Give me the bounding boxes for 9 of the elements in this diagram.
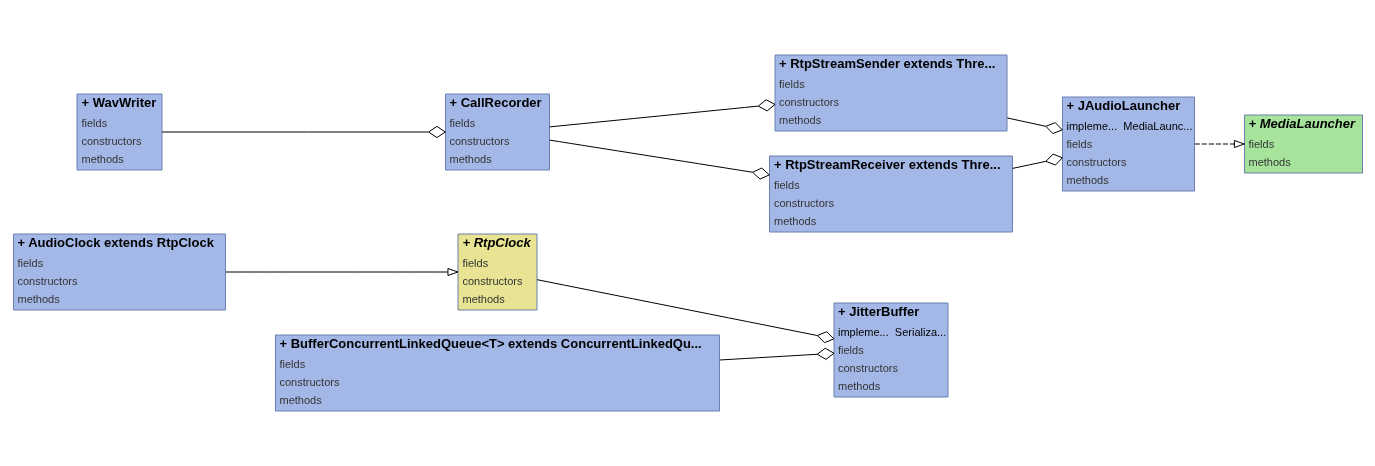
connector (161, 125, 446, 139)
connector (1011, 153, 1063, 169)
connector (536, 279, 834, 344)
arrow (1193, 140, 1245, 148)
connector (1006, 117, 1063, 135)
connector (718, 347, 834, 361)
connector (548, 99, 775, 128)
connector (548, 139, 770, 180)
arrow (224, 268, 458, 276)
